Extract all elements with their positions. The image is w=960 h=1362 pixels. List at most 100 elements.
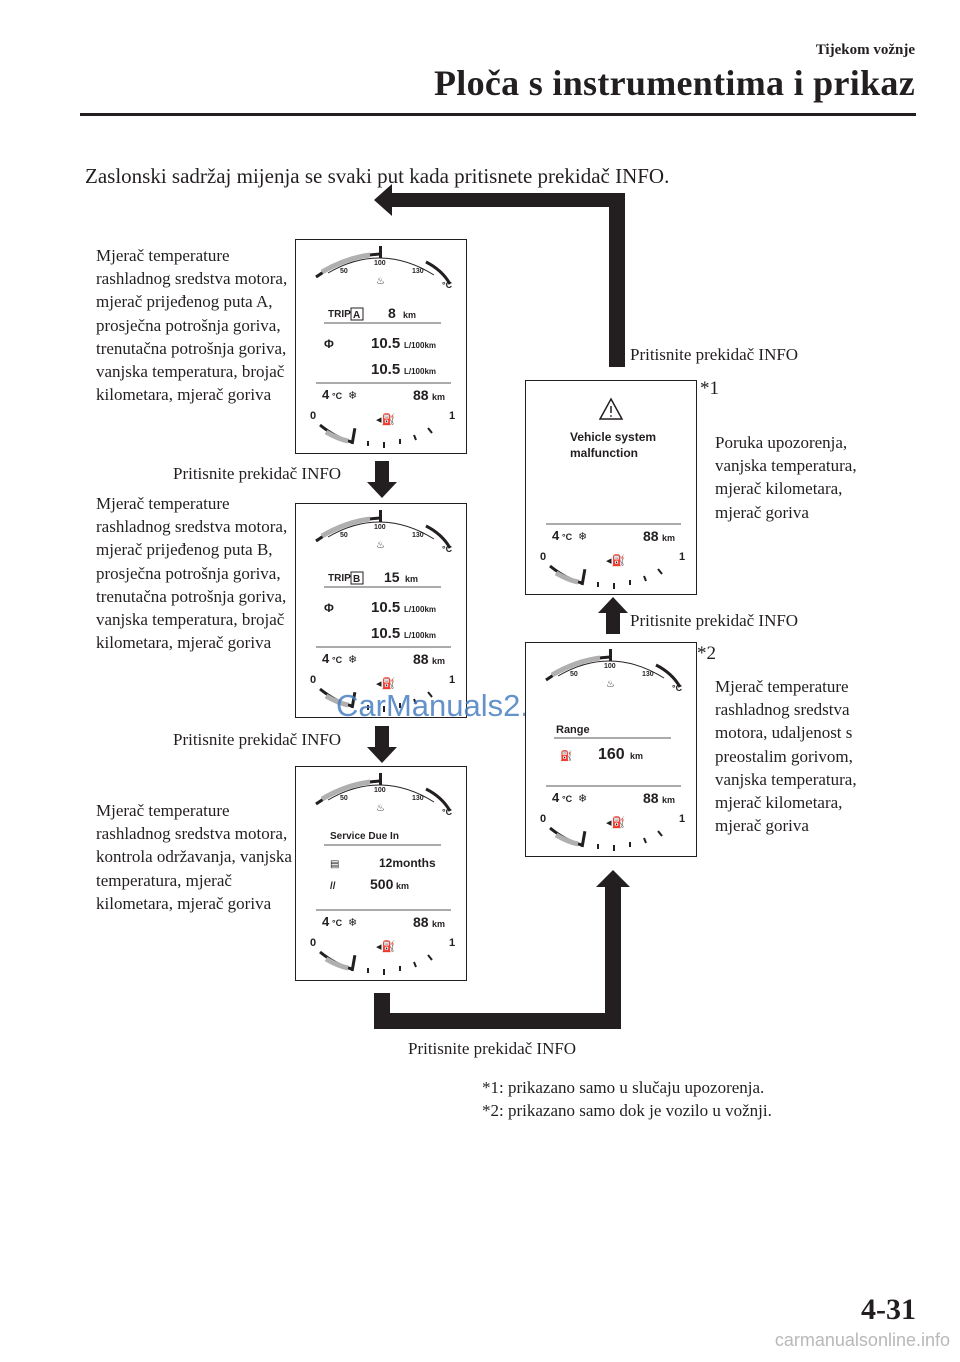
inst-value: 10.5: [371, 625, 400, 642]
intro-text: Zaslonski sadržaj mijenja se svaki put k…: [85, 164, 670, 188]
down-arrow-1: [367, 461, 397, 498]
fuel-empty: 0: [540, 813, 546, 825]
fuel-full: 1: [679, 813, 685, 825]
range-panel: 50 100 130 °C ♨ Range ⛽ 160 km 4 °C ❄ 88…: [525, 642, 697, 857]
coolant-gauge: 50 100 130 °C ♨: [315, 246, 453, 290]
service-months: 12months: [379, 856, 436, 870]
trip-unit: km: [405, 574, 418, 584]
gauge-130: 130: [412, 532, 424, 539]
fuel-pump-icon: ◂⛽: [606, 554, 626, 567]
odo-value: 88: [413, 387, 429, 403]
calendar-icon: ▤: [330, 859, 339, 870]
trip-unit: km: [403, 310, 416, 320]
fuel-empty: 0: [310, 937, 316, 949]
gauge-50: 50: [340, 795, 348, 802]
footer-watermark: carmanualsonline.info: [774, 1330, 950, 1350]
gauge-100: 100: [604, 663, 616, 670]
fuel-pump-icon: ◂⛽: [376, 677, 396, 690]
coolant-gauge: 50 100 130 °C ♨: [315, 773, 453, 817]
warning-message-line2: malfunction: [570, 446, 638, 460]
coolant-gauge: 50 100 130 °C ♨: [315, 510, 453, 554]
fuel-empty: 0: [310, 674, 316, 686]
temp-value: 4: [322, 651, 330, 666]
snowflake-icon: ❄: [578, 793, 587, 805]
gauge-100: 100: [374, 260, 386, 267]
inst-unit: L/100km: [404, 631, 436, 640]
road-icon: //: [330, 881, 336, 892]
trip-letter: A: [353, 310, 360, 321]
fuel-pump-icon: ◂⛽: [376, 940, 396, 953]
coolant-gauge: 50 100 130 °C ♨: [545, 649, 683, 693]
trip-value: 8: [388, 305, 396, 321]
gauge-50: 50: [570, 671, 578, 678]
gauge-unit: °C: [442, 544, 453, 554]
warning-message-line1: Vehicle system: [570, 430, 656, 444]
avg-icon: Φ: [324, 601, 334, 615]
footnote-2: *2: prikazano samo dok je vozilo u vožnj…: [482, 1101, 772, 1120]
temp-value: 4: [322, 914, 330, 929]
trip-a-description: Mjerač temperature rashladnog sredstva m…: [96, 246, 288, 405]
page-number: 4-31: [861, 1293, 916, 1326]
trip-label: TRIP: [328, 309, 351, 320]
press-label-mid-right: Pritisnite prekidač INFO: [630, 611, 799, 630]
odo-value: 88: [643, 790, 659, 806]
gauge-100: 100: [374, 787, 386, 794]
section-label: Tijekom vožnje: [815, 42, 915, 58]
avg-icon: Φ: [324, 337, 334, 351]
press-label-1: Pritisnite prekidač INFO: [173, 464, 342, 483]
fuel-pump-icon: ◂⛽: [606, 816, 626, 829]
press-label-2: Pritisnite prekidač INFO: [173, 730, 342, 749]
odo-unit: km: [662, 533, 675, 543]
fuel-gauge: 0 1 ◂⛽: [310, 674, 455, 712]
temp-unit: °C: [562, 532, 573, 542]
coolant-icon: ♨: [376, 540, 385, 551]
gauge-130: 130: [412, 795, 424, 802]
service-distance-unit: km: [396, 881, 409, 891]
snowflake-icon: ❄: [348, 917, 357, 929]
odo-unit: km: [432, 392, 445, 402]
fuel-can-icon: ⛽: [560, 749, 572, 762]
star-1: *1: [700, 378, 719, 399]
trip-b-description: Mjerač temperature rashladnog sredstva m…: [96, 494, 288, 653]
service-panel: 50 100 130 °C ♨ Service Due In ▤ 12month…: [295, 766, 467, 981]
page-title: Ploča s instrumentima i prikaz: [434, 63, 915, 103]
temp-unit: °C: [332, 655, 343, 665]
gauge-50: 50: [340, 532, 348, 539]
trip-letter: B: [353, 574, 360, 585]
range-unit: km: [630, 751, 643, 761]
trip-label: TRIP: [328, 573, 351, 584]
odo-value: 88: [413, 914, 429, 930]
fuel-full: 1: [449, 674, 455, 686]
footnotes: *1: prikazano samo u slučaju upozorenja.…: [482, 1076, 772, 1122]
coolant-icon: ♨: [376, 276, 385, 287]
temp-unit: °C: [562, 794, 573, 804]
warning-description: Poruka upozorenja, vanjska temperatura, …: [715, 433, 857, 522]
temp-unit: °C: [332, 391, 343, 401]
trip-value: 15: [384, 569, 400, 585]
up-arrow: [598, 597, 628, 634]
service-title: Service Due In: [330, 831, 399, 842]
inst-value: 10.5: [371, 361, 400, 378]
temp-value: 4: [552, 790, 560, 805]
fuel-full: 1: [679, 551, 685, 563]
warning-panel: Vehicle system malfunction 4 °C ❄ 88 km …: [525, 380, 697, 595]
fuel-gauge: 0 1 ◂⛽: [540, 813, 685, 851]
coolant-icon: ♨: [376, 803, 385, 814]
snowflake-icon: ❄: [348, 390, 357, 402]
odo-value: 88: [413, 651, 429, 667]
service-distance: 500: [370, 876, 394, 892]
gauge-unit: °C: [672, 683, 683, 693]
loop-arrow-top: [374, 184, 625, 367]
trip-a-panel: 50 100 130 °C ♨ TRIP A 8 km Φ 10.5 L/100…: [295, 239, 467, 454]
fuel-pump-icon: ◂⛽: [376, 413, 396, 426]
coolant-icon: ♨: [606, 679, 615, 690]
service-description: Mjerač temperature rashladnog sredstva m…: [96, 801, 292, 913]
range-value: 160: [598, 746, 625, 763]
gauge-50: 50: [340, 268, 348, 275]
gauge-130: 130: [642, 671, 654, 678]
fuel-empty: 0: [540, 551, 546, 563]
trip-b-panel: 50 100 130 °C ♨ TRIP B 15 km Φ 10.5 L/10…: [295, 503, 467, 718]
avg-value: 10.5: [371, 599, 400, 616]
header-rule: [80, 113, 916, 116]
